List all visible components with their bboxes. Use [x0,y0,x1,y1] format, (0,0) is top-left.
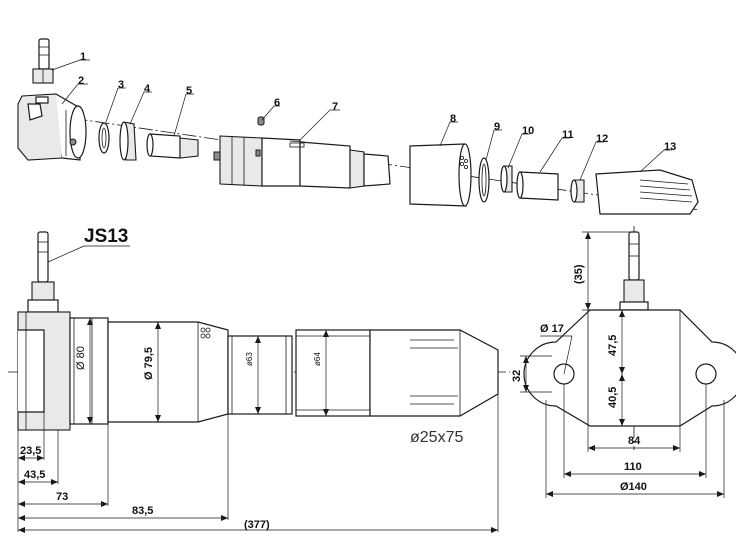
dim-width-140: Ø140 [620,481,647,493]
part-number-12: 12 [596,133,608,145]
nozzle-note: ø25x75 [410,429,463,446]
part-8-collar [409,143,472,207]
part-13-nozzle [595,169,699,215]
part-leaders [51,59,672,181]
part-1-hose-fitting [32,38,54,84]
part-number-3: 3 [118,79,124,91]
dim-length-377: (377) [244,519,270,531]
dim-height-32: 32 [511,370,523,382]
exploded-view: 1 2 3 4 5 6 7 8 9 10 11 12 13 [17,38,701,215]
dim-length-83-5: 83,5 [132,505,153,517]
part-number-2: 2 [78,75,84,87]
dim-diameter-64: ø64 [313,352,322,366]
part-number-4: 4 [144,83,151,95]
dim-diameter-79-5: Ø 79,5 [143,347,155,380]
part-number-10: 10 [522,125,534,137]
dim-length-23-5: 23,5 [20,445,41,457]
part-number-7: 7 [332,101,338,113]
part-3-ring [98,122,110,154]
part-number-11: 11 [562,129,574,141]
dim-upper-47-5: 47,5 [607,335,619,356]
part-number-6: 6 [274,97,280,109]
part-4-washer [119,121,137,161]
dim-diameter-63: ø63 [245,352,254,366]
dim-width-84: 84 [628,435,641,447]
dim-width-110: 110 [624,461,642,473]
side-view: Ø 80 Ø 79,5 ø63 ø64 ø25x75 JS13 23,5 43,… [8,226,510,533]
end-view: (35) Ø 17 47,5 32 40,5 84 110 Ø140 [511,226,736,498]
part-number-5: 5 [186,85,192,97]
part-number-9: 9 [494,121,500,133]
dim-lower-40-5: 40,5 [607,387,619,408]
dim-diameter-80: Ø 80 [75,346,87,370]
dim-length-43-5: 43,5 [24,469,45,481]
dim-length-73: 73 [56,491,68,503]
part-12-ring [570,179,585,203]
part-5-sleeve [146,133,199,159]
part-7-main-tube [213,135,391,189]
part-2-housing [17,93,87,161]
part-9-ring [478,157,490,203]
dim-height-35: (35) [573,264,585,284]
part-number-13: 13 [664,141,676,153]
part-number-1: 1 [80,51,86,63]
part-10-ring [500,165,513,193]
model-label: JS13 [84,226,128,247]
part-11-tube [516,171,559,201]
dim-hole-17: Ø 17 [540,323,564,335]
part-number-8: 8 [450,113,456,125]
